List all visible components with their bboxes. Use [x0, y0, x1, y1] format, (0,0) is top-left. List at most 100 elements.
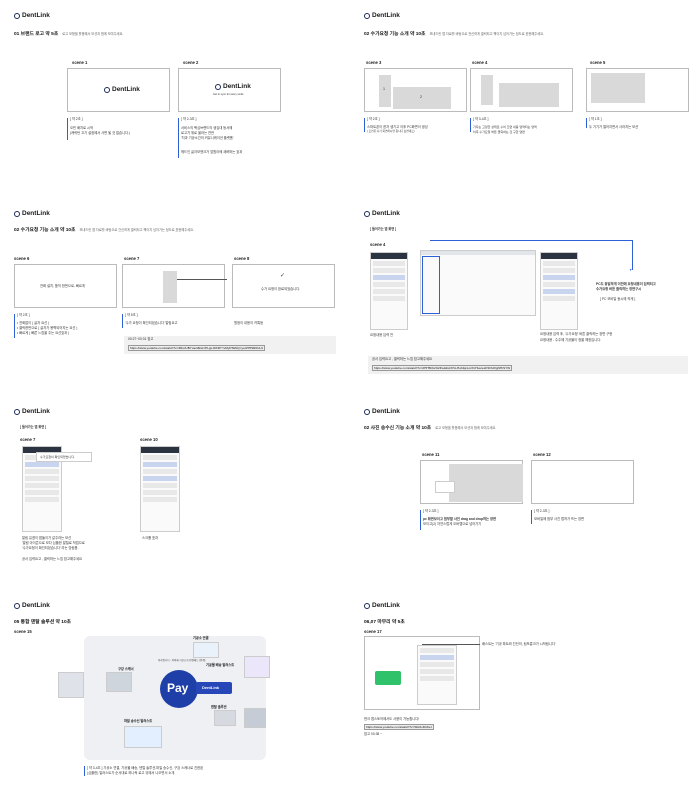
scene5-desc: 두 기기가 떨어지면서 사라지는 모션 — [589, 125, 639, 129]
scene5-frame — [586, 68, 689, 112]
reference-label: 00:27~00:31 참고 — [128, 337, 154, 341]
scene2-tagline: Get in sync for every smile — [213, 93, 244, 96]
caption-before: 요청내용 입력 전 — [370, 333, 394, 337]
app-screen-tag: [ 들어가는 앱 화면 ] — [20, 425, 47, 429]
dental-solution-photo-2 — [244, 708, 266, 728]
scene6-desc-3: • 빠르게 ( 빠른 느낌을 주는 요선효과 ) — [17, 331, 70, 335]
scene7-label: scene 7 — [124, 256, 140, 261]
logo-mark-icon — [104, 86, 110, 93]
scene4-label: scene 4 — [370, 242, 386, 247]
dental-solution-photo — [214, 710, 236, 726]
section-title: 05 통합 덴탈 솔루션 약 10초 — [14, 620, 72, 625]
reference-label: 공서 입력요고 , 클릭하는 느낌 참고해주세요 — [22, 557, 83, 561]
label-lab-connect: 기공소 연결 — [193, 636, 209, 640]
connector-line — [632, 240, 633, 270]
dentlink-logo: DentLink — [364, 210, 400, 217]
app-logo-badge — [375, 671, 401, 685]
caption-after: 요청내용 입력 후, '수가요청' 버튼 클릭하는 장면 구현 — [540, 332, 613, 336]
dentlink-pill: DentLink — [196, 682, 232, 694]
pc-placeholder — [449, 464, 523, 502]
scene3-label: scene 3 — [366, 60, 382, 65]
slide-dental-solution: DentLink 05 통합 덴탈 솔루션 약 10초 scene 15 Pay… — [0, 596, 350, 786]
connector-line — [430, 240, 632, 241]
logo-mark-icon — [215, 83, 221, 90]
solution-desc-2: (심플한) 일러스트가 순서대로 하나씩 로고 뒤에서 나오면서 소개 — [87, 771, 175, 775]
dentlink-logo: DentLink — [364, 12, 400, 19]
scene7-frame — [122, 264, 227, 308]
alert-desc-1: 알림 유겠이 팝돌이가 갈주라는 모선 — [22, 536, 72, 540]
oral-scanner-photo-2 — [106, 672, 132, 692]
scene7-label: scene 7 — [20, 437, 36, 442]
dentlink-logo: DentLink — [14, 408, 50, 415]
oral-scanner-photo — [58, 672, 84, 698]
scene12-desc: 모바일에 첨부 사진 캡쳐가 뜨는 장면 — [534, 517, 585, 521]
scene3-time: [ 약 2초 ] — [367, 117, 380, 121]
scene3-desc-2: ( 모션은 사가 화면하시면 됩니다 보면대로) — [367, 130, 415, 133]
scene6-text: 전화 설치, 품직 한번으로, 빠르게 — [40, 284, 85, 288]
reference-label: 공서 입력요고 , 클릭하는 느낌 참고해주세요 — [372, 357, 433, 361]
pill-brand-text: DentLink — [202, 685, 220, 690]
pc-placeholder — [499, 83, 559, 107]
scene12-frame — [531, 460, 634, 504]
scene4-desc-2: 이후 수가요청 버튼 클릭하는 것 구한 영면 — [473, 130, 525, 134]
closing-line: 덴크 앱스토어에서도 사용이 가능합니다! — [364, 717, 420, 721]
logo-mark-icon — [14, 12, 20, 19]
scene12-label: scene 12 — [533, 452, 551, 457]
dentlink-logo: DentLink — [14, 602, 50, 609]
logo-mark-icon — [14, 408, 20, 415]
alert-popup-text: 수가요청이 확인되었습니다. — [40, 455, 75, 459]
scene8-label: scene 8 — [234, 256, 250, 261]
logo-mark-icon — [364, 210, 370, 217]
scene8-desc: 원청이 내용이 카톡등 — [234, 321, 264, 325]
dentlink-logo: DentLink — [364, 408, 400, 415]
reference-link[interactable]: https://www.youtube.com/watch?v=2HH5hbx%… — [372, 365, 513, 371]
dentlink-logo: DentLink — [14, 210, 50, 217]
scene7-time: [ 약 5초 ] — [125, 313, 138, 317]
scene4-desc-1: 기자는 고정한 상태로 수어 뜨면 내용 영역되는 영역 — [473, 125, 537, 129]
dentlink-logo: DentLink — [364, 602, 400, 609]
scene2-logo: DentLink — [215, 83, 251, 90]
pay-circle: Pay — [160, 670, 198, 708]
accent-bar — [178, 118, 179, 158]
logo-mark-icon — [364, 12, 370, 19]
pc-note-1: PC도 동일하게 이전에 요청내용이 입력되고 — [596, 282, 656, 286]
delivery-illustration — [244, 656, 270, 678]
scene3-frame: 1 2 — [364, 68, 467, 112]
logo-mark-icon — [14, 602, 20, 609]
check-icon: ✓ — [280, 273, 286, 279]
scene17-frame — [364, 636, 480, 710]
alert-desc-2: '알림 아이콘으로 보다 심플한 알릴로 작업으로 — [22, 541, 85, 545]
scene17-label: scene 17 — [364, 629, 382, 634]
accent-bar — [470, 118, 471, 132]
accent-bar — [84, 766, 85, 776]
scene12-time: [ 약 2-3초 ] — [534, 509, 550, 513]
highlight-frame — [422, 256, 440, 314]
reference-link[interactable]: https://www.youtube.com/watch?v=3RsJUBYx… — [128, 345, 266, 351]
reference-label: 참고 00:38 ~ — [364, 732, 383, 736]
scene3-desc-1: 스마트폰이 한자 생기고 이후 PC화면이 생성 — [367, 125, 428, 129]
alert-popup: 수가요청이 확인되었습니다. — [36, 452, 92, 462]
mobile-screen-after — [540, 252, 578, 330]
scene10-caption: 스크롤 표과 — [142, 536, 159, 540]
scene1-frame: DentLink — [67, 68, 170, 112]
scene6-time: [ 약 2초 ] — [17, 313, 30, 317]
scene6-desc-1: • 전화없이 ( 글자 요선 ) — [17, 321, 50, 325]
phone-placeholder: 1 — [379, 75, 391, 107]
scene4-time: [ 약 3-4초 ] — [473, 117, 489, 121]
scene1-desc-2: (캐릭턴 끄기 설정에서 사면 될 것 없습니다.) — [70, 131, 131, 135]
scene11-desc-1: pc 화면보이고 첨부할 사진 drag and drop하는 장면 — [423, 517, 497, 521]
arrow-down-icon: ▼ — [629, 268, 633, 272]
section-title: 06,07 마무리 약 5초 — [364, 620, 405, 625]
slide-app-screens-2: DentLink [ 들어가는 앱 화면 ] scene 7 수가요청이 확인되… — [0, 400, 350, 590]
alert-desc-3: '수가요청이 확인되었습니다' 라는 앙림용. — [22, 546, 79, 550]
scene5-time: [ 약 1초 ] — [589, 117, 602, 121]
scene7-desc: '수가 요청이 확인되었습니다' 알림요고 — [125, 321, 178, 325]
logo-mark-icon — [364, 602, 370, 609]
pc-placeholder: 2 — [393, 87, 451, 109]
scene1-label: scene 1 — [72, 60, 88, 65]
scene2-time: [ 약 2-3초 ] — [181, 117, 197, 121]
reference-link[interactable]: https://www.youtube.com/watch?v=Sbkb-ZiU… — [364, 724, 434, 730]
